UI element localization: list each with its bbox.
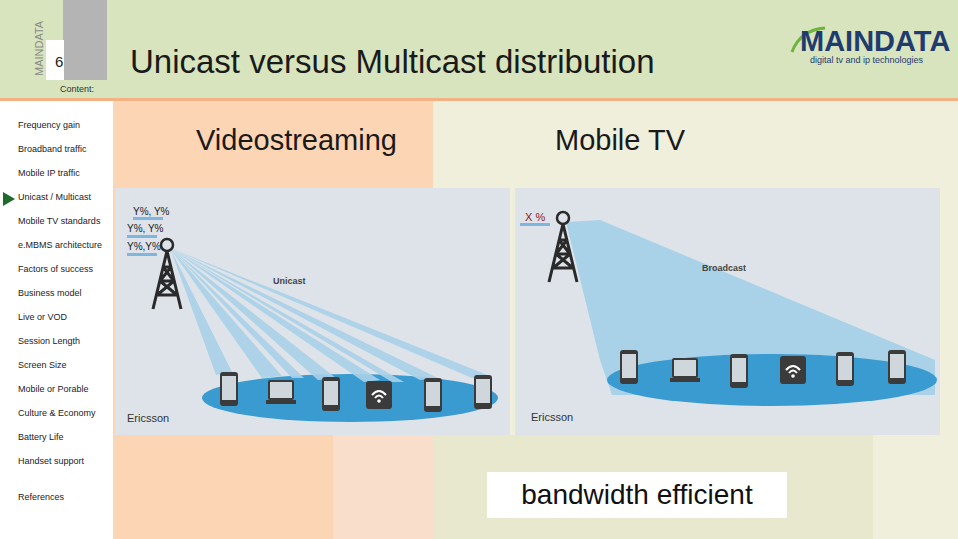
mode-label: Unicast — [273, 277, 306, 287]
menu-item: Culture & Economy — [18, 409, 96, 419]
menu-item: Battery Life — [18, 433, 64, 443]
source-credit: Ericsson — [531, 411, 573, 423]
rate-label: Y%, Y% — [127, 223, 164, 234]
menu-item: Live or VOD — [18, 313, 67, 323]
watermark: MAINDATA — [33, 21, 45, 76]
slide-number: 6 — [55, 54, 63, 71]
source-credit: Ericsson — [127, 412, 169, 424]
menu-item: Business model — [18, 289, 82, 299]
column-heading: Mobile TV — [555, 125, 685, 157]
mode-label: Broadcast — [702, 264, 746, 274]
rate-label: Y%, Y% — [133, 206, 170, 217]
menu-item: Mobile or Porable — [18, 385, 89, 395]
menu-item: Session Length — [18, 337, 80, 347]
menu-item: Broadband traffic — [18, 145, 86, 155]
menu-item: Handset support — [18, 457, 84, 467]
rate-label: Y%,Y% — [127, 241, 161, 252]
column-heading: Videostreaming — [196, 125, 397, 157]
menu-item: Unicast / Multicast — [18, 193, 91, 203]
menu-item: Mobile IP traffic — [18, 169, 80, 179]
menu-item: References — [18, 493, 64, 503]
menu-item: e.MBMS architecture — [18, 241, 102, 251]
logo-tagline: digital tv and ip technologies — [810, 56, 923, 66]
slide-title: Unicast versus Multicast distribution — [130, 44, 655, 80]
box-text: bandwidth efficient — [521, 479, 752, 511]
highlight-box: bandwidth efficient — [487, 472, 787, 518]
content-heading: Content: — [60, 85, 94, 95]
rate-label: X % — [525, 211, 545, 223]
menu-item: Screen Size — [18, 361, 67, 371]
menu-item: Frequency gain — [18, 121, 80, 131]
logo-text: MAINDATA — [800, 26, 950, 58]
menu-item: Factors of success — [18, 265, 93, 275]
menu-item: Mobile TV standards — [18, 217, 100, 227]
